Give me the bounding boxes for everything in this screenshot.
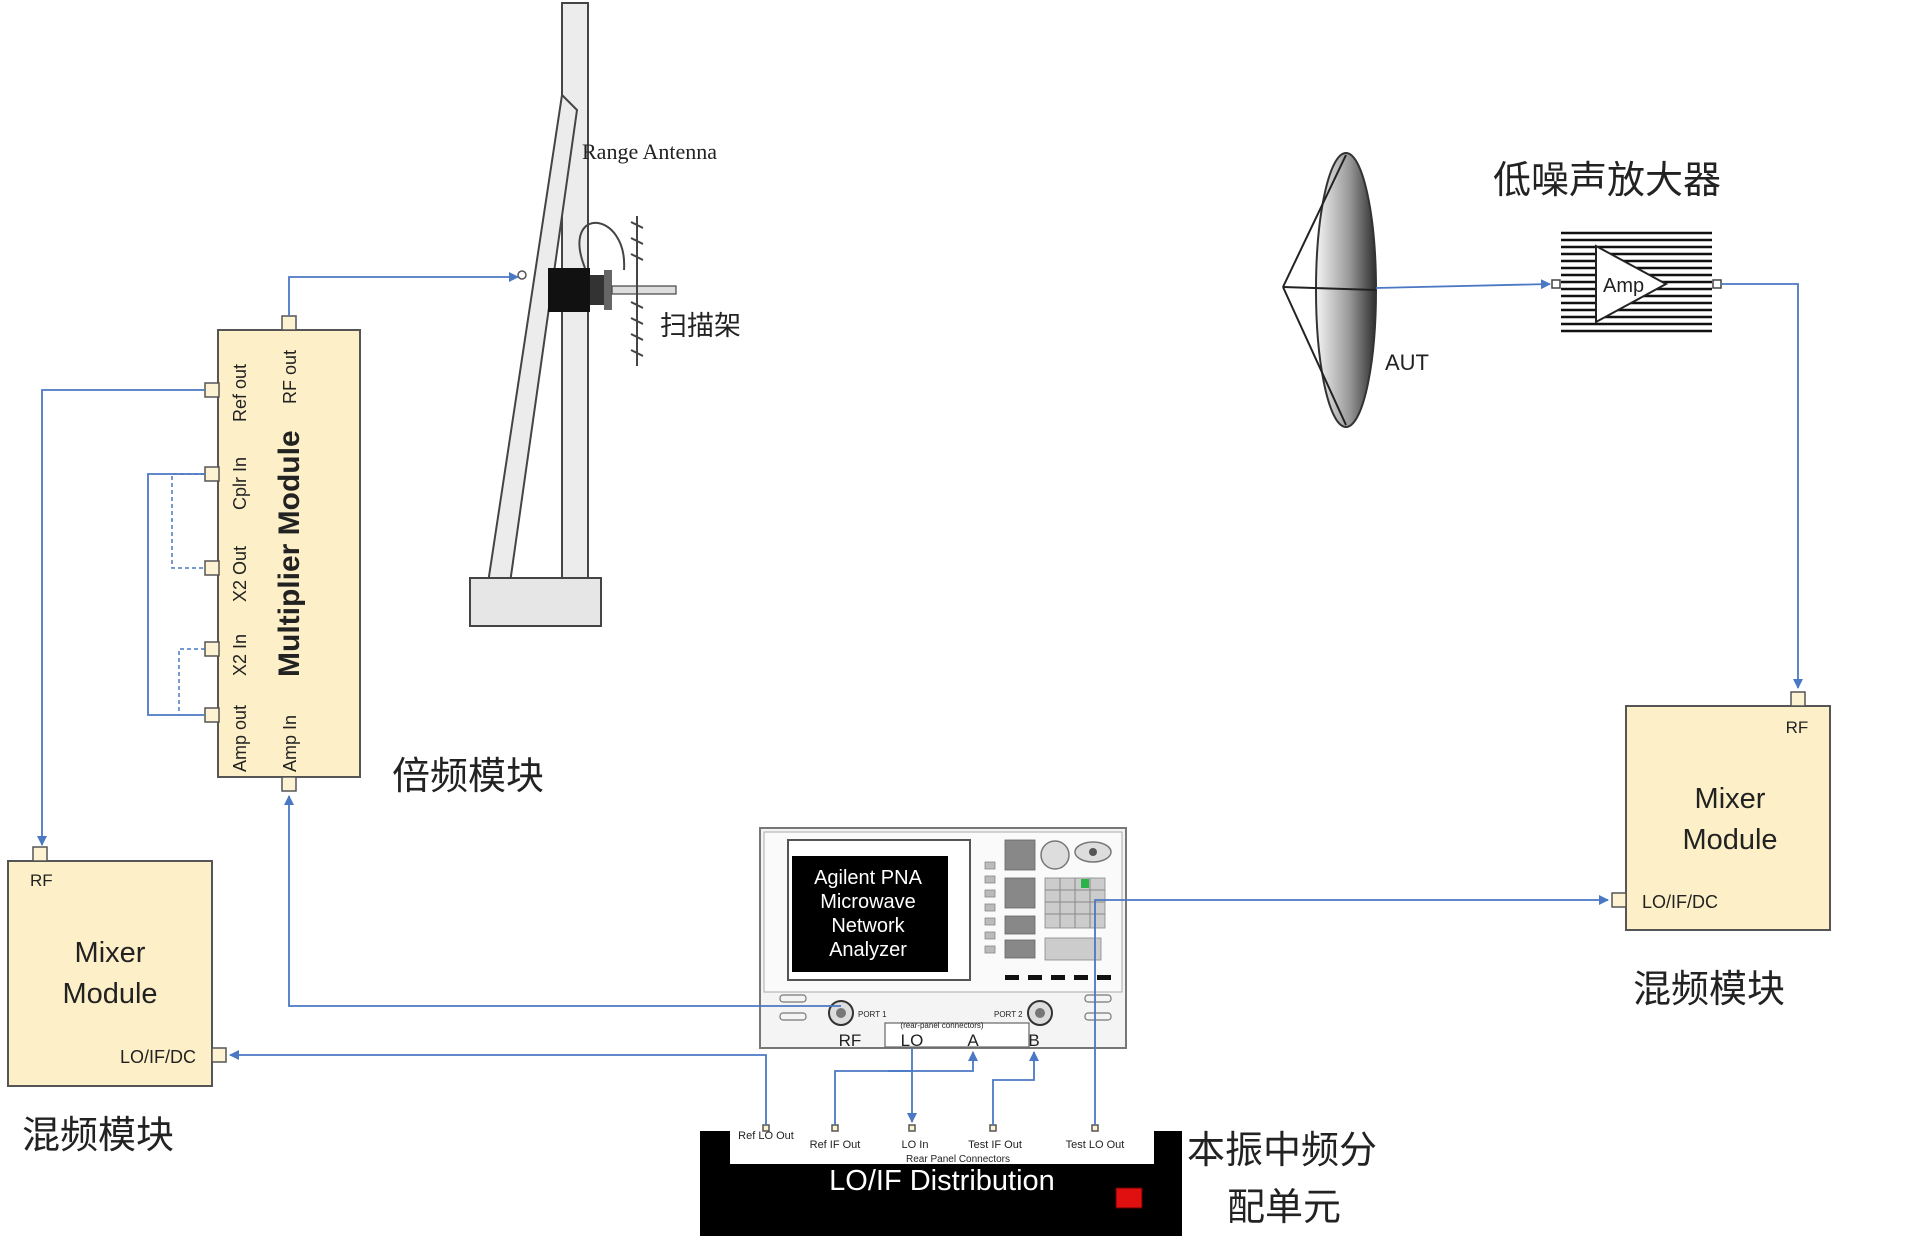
port-amp-in-label: Amp In <box>280 715 300 772</box>
dist-title: LO/IF Distribution <box>829 1165 1055 1197</box>
mixer-module-right <box>1611 691 1831 931</box>
multiplier-cn-label: 倍频模块 <box>392 754 544 798</box>
dist-port-test-lo-out: Test LO Out <box>1066 1139 1125 1151</box>
wire-cplr-amp-loop <box>147 473 205 716</box>
pna-port1-label: PORT 1 <box>858 1010 887 1019</box>
wire-dashed-x2-out <box>171 473 205 569</box>
mixer-right-rf-label: RF <box>1786 718 1809 737</box>
dist-port-ref-if-out: Ref IF Out <box>810 1139 861 1151</box>
lna-amplifier <box>1551 230 1722 338</box>
mixer-left-title-2: Module <box>62 978 157 1010</box>
multiplier-title: Multiplier Module <box>273 430 306 677</box>
port-cplr-in-label: Cplr In <box>230 457 250 510</box>
port-x2-in-label: X2 In <box>230 634 250 676</box>
dist-cn-label-2: 配单元 <box>1227 1185 1341 1229</box>
lna-title: 低噪声放大器 <box>1493 158 1721 202</box>
wire-test-if-to-b <box>992 1051 1039 1125</box>
lo-if-distribution-unit <box>700 1124 1182 1236</box>
range-antenna-feed <box>517 216 677 366</box>
port-ref-out-label: Ref out <box>230 364 250 422</box>
connection-wires <box>37 272 1803 1125</box>
mixer-left-lo-label: LO/IF/DC <box>120 1047 196 1067</box>
pna-network-analyzer <box>759 827 1127 1049</box>
mixer-left-cn-label: 混频模块 <box>22 1113 174 1157</box>
wire-refout-to-mixer-left <box>37 389 205 846</box>
port-rf-out-label: RF out <box>280 350 300 404</box>
multiplier-ports <box>204 315 297 792</box>
port-amp-out-label: Amp out <box>230 705 250 772</box>
mixer-left-title-1: Mixer <box>75 937 146 969</box>
range-antenna-tower <box>469 2 602 627</box>
pna-connector-a: A <box>967 1031 979 1050</box>
pna-connector-rf: RF <box>839 1031 862 1050</box>
scanner-label: 扫描架 <box>660 311 741 342</box>
amp-label: Amp <box>1603 275 1644 297</box>
wire-ref-lo-to-mixer-left <box>229 1050 767 1125</box>
mixer-right-title-2: Module <box>1682 824 1777 856</box>
pna-port2-label: PORT 2 <box>994 1010 1023 1019</box>
mixer-right-lo-label: LO/IF/DC <box>1642 892 1718 912</box>
pna-screen-line-2: Microwave <box>820 891 916 913</box>
pna-connector-lo: LO <box>901 1031 924 1050</box>
aut-label: AUT <box>1385 350 1429 375</box>
wire-aut-to-lna <box>1375 279 1551 290</box>
pna-connector-b: B <box>1028 1031 1039 1050</box>
multiplier-module <box>217 329 361 778</box>
wire-test-lo-to-mixer-right <box>1094 895 1609 1125</box>
dist-port-lo-in: LO In <box>902 1139 929 1151</box>
mixer-right-title-1: Mixer <box>1695 783 1766 815</box>
pna-rear-note: (rear-panel connectors) <box>900 1021 983 1030</box>
dist-port-ref-lo-out: Ref LO Out <box>738 1130 794 1142</box>
mixer-right-cn-label: 混频模块 <box>1633 967 1785 1011</box>
pna-screen-line-4: Analyzer <box>829 939 907 961</box>
wire-ref-if-to-a <box>834 1051 978 1125</box>
mixer-module-left <box>7 846 227 1087</box>
pna-screen-line-1: Agilent PNA <box>814 867 922 889</box>
pna-screen-line-3: Network <box>831 915 905 937</box>
mixer-left-rf-label: RF <box>30 871 53 890</box>
wire-pna-rf-to-amp-in <box>284 795 841 1007</box>
dist-port-test-if-out: Test IF Out <box>968 1139 1022 1151</box>
dist-cn-label-1: 本振中频分 <box>1187 1128 1377 1172</box>
aut-dish-antenna <box>1282 152 1377 428</box>
dist-rear-panel-label: Rear Panel Connectors <box>906 1154 1010 1165</box>
range-antenna-label: Range Antenna <box>582 139 717 164</box>
port-x2-out-label: X2 Out <box>230 546 250 602</box>
wire-dashed-x2-in <box>178 648 205 715</box>
wire-rfout-to-antenna <box>288 272 519 316</box>
wire-lna-to-mixer-right <box>1721 283 1803 689</box>
